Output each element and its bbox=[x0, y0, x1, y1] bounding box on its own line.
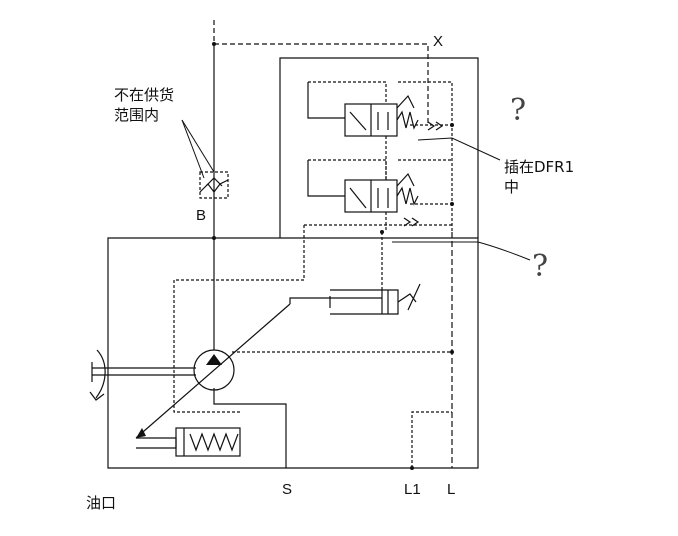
leader-dfr1 bbox=[417, 137, 501, 161]
question-mark-2: ? bbox=[532, 249, 549, 284]
upper-control-valve bbox=[307, 81, 419, 137]
orifice-upper bbox=[427, 121, 444, 131]
junction-dot-7 bbox=[410, 466, 414, 470]
drive-shaft bbox=[91, 362, 196, 382]
controller-pilot-lines bbox=[173, 81, 453, 413]
note-not-supplied-line2: 范围内 bbox=[114, 106, 160, 124]
leader-question-2 bbox=[392, 241, 531, 261]
question-mark-1: ? bbox=[510, 93, 527, 128]
note-dfr1-line2: 中 bbox=[504, 178, 520, 196]
suction-line-s bbox=[213, 388, 287, 468]
orifice-lower bbox=[403, 217, 420, 227]
junction-dot-4 bbox=[450, 202, 454, 206]
rotation-arrow bbox=[89, 349, 106, 401]
note-not-supplied-line1: 不在供货 bbox=[114, 86, 175, 104]
port-l1-label: L1 bbox=[404, 481, 421, 498]
displacement-arrowhead bbox=[136, 428, 146, 438]
junction-dot-5 bbox=[380, 230, 384, 234]
port-b-label: B bbox=[196, 207, 207, 224]
junction-dot-6 bbox=[450, 350, 454, 354]
spring-cylinder bbox=[136, 427, 241, 457]
controller-frame bbox=[279, 57, 479, 238]
relief-valve-not-supplied bbox=[199, 171, 229, 199]
displacement-arrow bbox=[135, 297, 382, 439]
junction-dot-2 bbox=[212, 236, 216, 240]
junction-dot-1 bbox=[212, 42, 216, 46]
junction-dot-3 bbox=[450, 123, 454, 127]
stroke-piston bbox=[329, 283, 421, 315]
pump-housing-frame bbox=[107, 237, 479, 469]
drain-line-l1 bbox=[411, 411, 452, 468]
x-pilot-line bbox=[213, 20, 429, 125]
port-x-label: X bbox=[433, 33, 444, 50]
pump-symbol bbox=[193, 349, 235, 391]
port-l-label: L bbox=[447, 481, 456, 498]
note-oil-port: 油口 bbox=[86, 494, 117, 512]
lower-control-valve bbox=[307, 159, 419, 213]
port-s-label: S bbox=[282, 481, 293, 498]
leader-not-supplied bbox=[181, 119, 215, 179]
note-dfr1-line1: 插在DFR1 bbox=[504, 158, 575, 176]
pump-direction-triangle bbox=[206, 354, 222, 365]
